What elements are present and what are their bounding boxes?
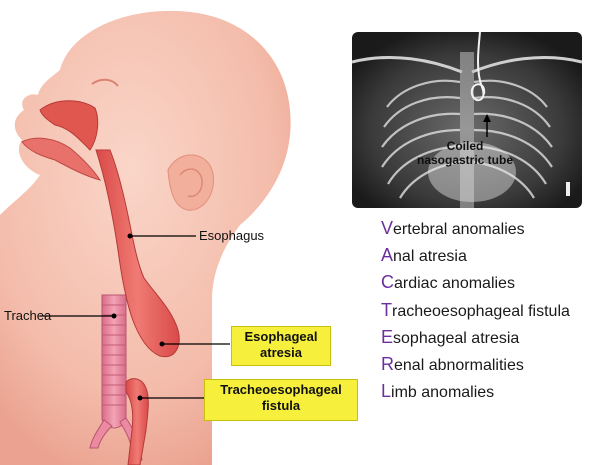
up-arrow-icon (483, 114, 491, 137)
lower-esophagus-fistula (125, 378, 149, 465)
vacterl-text: racheoesophageal fistula (392, 302, 570, 320)
vacterl-item: Tracheoesophageal fistula (381, 299, 586, 326)
left-bronchus (89, 419, 113, 449)
xray-annotation: Coiled nasogastric tube (405, 139, 525, 167)
vacterl-letter: R (381, 353, 394, 374)
esophageal-atresia-line2: atresia (260, 345, 302, 360)
vacterl-letter: V (381, 218, 394, 238)
vacterl-letter: C (381, 272, 394, 293)
trachea-label: Trachea (4, 308, 52, 323)
oral-cavity (21, 137, 102, 181)
te-fistula-line2: fistula (261, 398, 301, 413)
vacterl-text: nal atresia (393, 248, 467, 266)
te-fistula-line1: Tracheoesophageal (220, 382, 342, 397)
vacterl-text: sophageal atresia (393, 329, 520, 347)
esophageal-atresia-line1: Esophageal (244, 329, 318, 344)
vacterl-text: ardiac anomalies (394, 275, 515, 293)
vacterl-item: Anal atresia (381, 244, 586, 271)
upper-esophagus-pouch (95, 149, 180, 358)
vacterl-item: Esophageal atresia (381, 326, 586, 353)
vacterl-item: Renal abnormalities (381, 353, 586, 380)
eye-shape (91, 78, 119, 87)
vacterl-item: Limb anomalies (381, 380, 586, 407)
vacterl-letter: T (381, 299, 392, 320)
vacterl-letter: A (381, 245, 394, 266)
vacterl-item: Cardiac anomalies (381, 271, 586, 298)
vacterl-item: Vertebral anomalies (381, 217, 586, 244)
vacterl-letter: E (381, 326, 394, 347)
ear-shape (167, 154, 214, 211)
vacterl-letter: L (381, 381, 392, 402)
infant-anatomy-illustration (0, 10, 291, 465)
vacterl-text: imb anomalies (391, 384, 495, 402)
te-fistula-highlight: Tracheoesophageal fistula (204, 379, 358, 421)
xray-drawing (352, 32, 582, 208)
nasal-cavity (39, 100, 99, 151)
vacterl-text: ertebral anomalies (393, 221, 525, 238)
trachea-rings (102, 304, 126, 406)
chest-xray-image (352, 32, 582, 208)
vacterl-text: enal abnormalities (394, 356, 524, 374)
xray-annotation-line1: Coiled (446, 139, 484, 153)
esophageal-atresia-highlight: Esophageal atresia (231, 326, 331, 366)
esophagus-label: Esophagus (199, 228, 265, 243)
xray-annotation-line2: nasogastric tube (416, 153, 514, 167)
